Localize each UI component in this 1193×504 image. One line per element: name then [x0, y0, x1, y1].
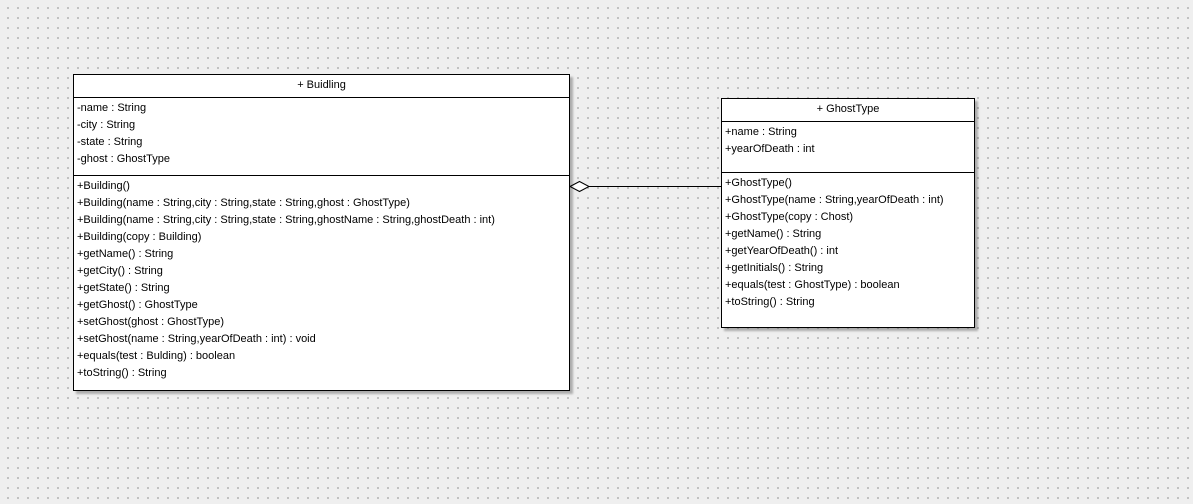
- class-ghosttype-title: + GhostType: [722, 99, 974, 122]
- attribute: -city : String: [77, 119, 136, 131]
- operation: +Building(name : String,city : String,st…: [77, 214, 495, 226]
- operation: +Building(name : String,city : String,st…: [77, 197, 410, 209]
- aggregation-diamond[interactable]: [568, 180, 591, 193]
- attribute: -ghost : GhostType: [77, 153, 170, 165]
- operation: +Building(copy : Building): [77, 231, 202, 243]
- operation: +getName() : String: [77, 248, 174, 260]
- class-building-title: + Buidling: [74, 75, 569, 98]
- operation: +getInitials() : String: [725, 262, 824, 274]
- class-ghosttype[interactable]: + GhostType +name : String +yearOfDeath …: [721, 98, 975, 328]
- class-ghosttype-attributes: +name : String +yearOfDeath : int: [722, 122, 974, 173]
- operation: +equals(test : GhostType) : boolean: [725, 279, 900, 291]
- class-building[interactable]: + Buidling -name : String -city : String…: [73, 74, 570, 391]
- operation: +GhostType(): [725, 177, 792, 189]
- class-ghosttype-operations: +GhostType() +GhostType(name : String,ye…: [722, 173, 974, 311]
- attribute: +yearOfDeath : int: [725, 143, 815, 155]
- operation: +getName() : String: [725, 228, 822, 240]
- class-building-attributes: -name : String -city : String -state : S…: [74, 98, 569, 176]
- operation: +GhostType(name : String,yearOfDeath : i…: [725, 194, 944, 206]
- operation: +getYearOfDeath() : int: [725, 245, 839, 257]
- operation: +toString() : String: [77, 367, 167, 379]
- operation: +toString() : String: [725, 296, 815, 308]
- attribute: -state : String: [77, 136, 143, 148]
- operation: +equals(test : Bulding) : boolean: [77, 350, 236, 362]
- attribute: -name : String: [77, 102, 147, 114]
- operation: +getCity() : String: [77, 265, 163, 277]
- operation: +GhostType(copy : Chost): [725, 211, 854, 223]
- operation: +getState() : String: [77, 282, 170, 294]
- operation: +setGhost(name : String,yearOfDeath : in…: [77, 333, 316, 345]
- operation: +Building(): [77, 180, 130, 192]
- class-building-operations: +Building() +Building(name : String,city…: [74, 176, 569, 382]
- operation: +getGhost() : GhostType: [77, 299, 198, 311]
- attribute: +name : String: [725, 126, 797, 138]
- operation: +setGhost(ghost : GhostType): [77, 316, 225, 328]
